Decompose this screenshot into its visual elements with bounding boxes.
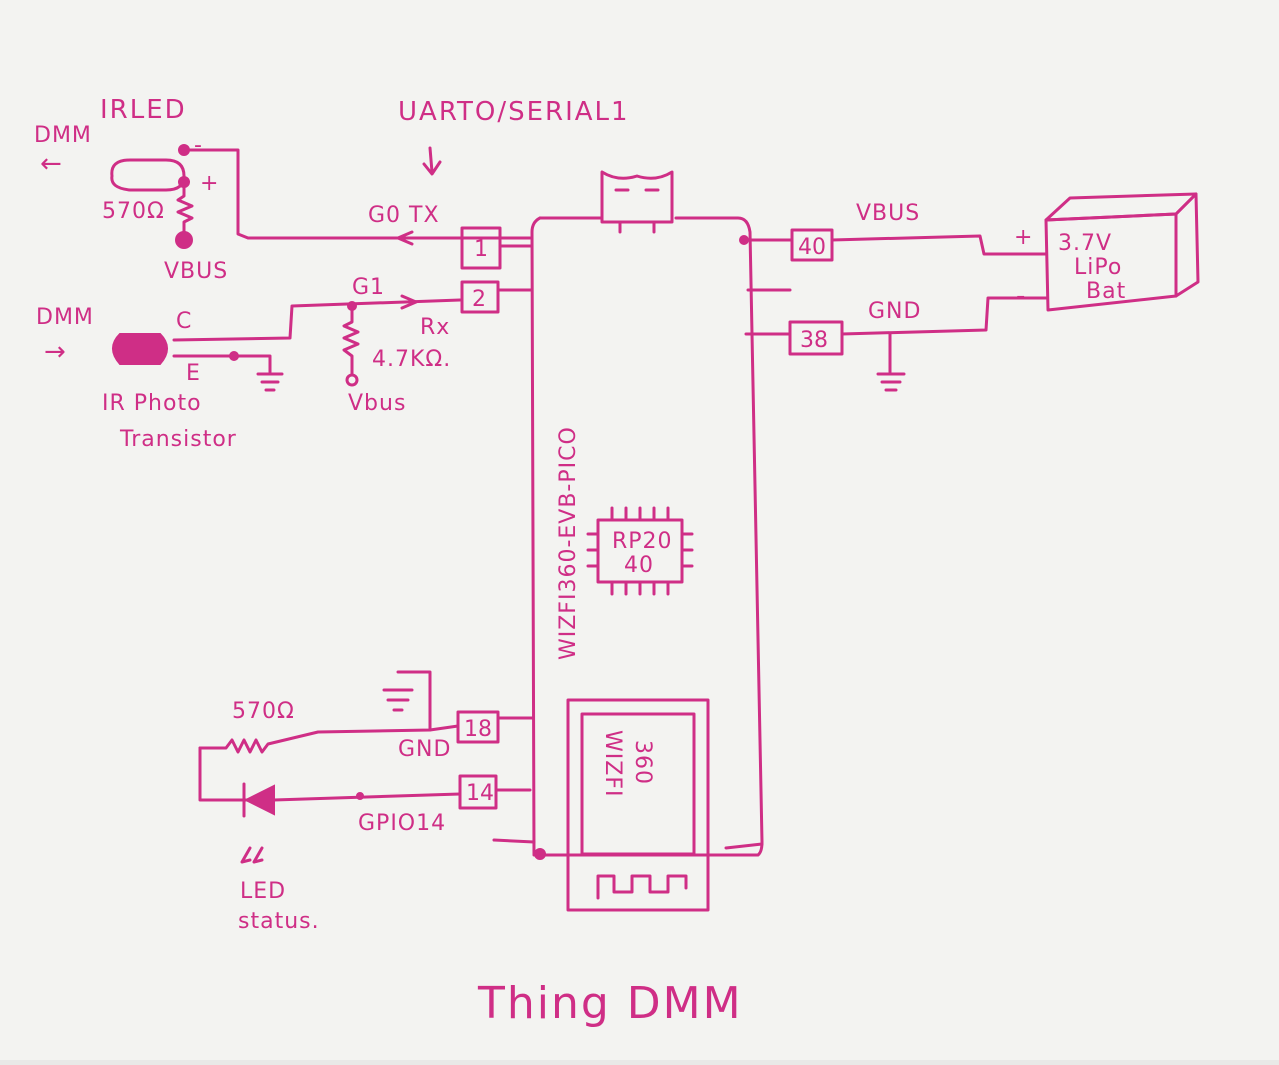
status-led-diode — [243, 784, 275, 816]
emitter-ground — [256, 372, 284, 392]
board-bottom-stub — [492, 838, 536, 844]
uart-arrow — [422, 146, 442, 176]
gnd-symbol — [876, 332, 906, 392]
tx-label: G0 TX — [368, 203, 440, 228]
ir-led-section: IRLED DMM ← - + 570Ω VBUS — [34, 95, 532, 284]
rx-gpio-label: G1 — [352, 275, 385, 300]
emitter-node — [229, 351, 239, 361]
led-emit-arrows — [240, 846, 264, 864]
rx-vbus-node — [345, 373, 359, 387]
gnd-label: GND — [868, 299, 921, 324]
usb-connector — [600, 170, 674, 224]
pico-board: WIZFI360-EVB-PICO RP20 40 WIZFI 360 — [530, 170, 764, 912]
battery-side — [1174, 192, 1200, 298]
tx-wire — [182, 148, 532, 240]
chip-pins — [586, 506, 694, 596]
vbus-wire — [830, 234, 1048, 256]
chip-label-2: 40 — [624, 553, 654, 578]
board-label: WIZFI360-EVB-PICO — [556, 426, 581, 660]
rx-resistor-label: 4.7KΩ. — [372, 347, 451, 372]
pin-1-label: 1 — [474, 237, 488, 262]
lipo-battery: 3.7V LiPo Bat — [1044, 192, 1200, 312]
gnd-wire — [840, 296, 1048, 336]
rp2040-chip: RP20 40 — [586, 506, 694, 596]
ir-led-dmm-label: DMM — [34, 123, 92, 148]
status-led-section: 570Ω GND 18 GPIO14 14 LED status. — [198, 670, 764, 934]
wizfi360-module: WIZFI 360 — [566, 698, 710, 912]
ir-led-title: IRLED — [100, 95, 187, 125]
rx-vbus-label: Vbus — [348, 391, 406, 416]
battery-line-1: 3.7V — [1058, 231, 1112, 256]
vbus-label: VBUS — [856, 201, 920, 226]
ir-led-arrow: ← — [40, 149, 64, 179]
board-bottom-node — [534, 848, 546, 860]
battery-line-3: Bat — [1086, 279, 1126, 304]
pin-14-label: 14 — [466, 781, 494, 806]
emitter-wire — [172, 354, 272, 374]
status-gpio-label: GPIO14 — [358, 811, 446, 836]
status-gnd-symbol — [382, 688, 414, 712]
battery-plus: + — [1014, 225, 1033, 250]
gpio14-node — [356, 792, 364, 800]
board-right-stub — [724, 842, 764, 850]
module-label-2: 360 — [630, 740, 655, 785]
rx-pullup-resistor — [342, 304, 360, 376]
battery-line-2: LiPo — [1074, 255, 1122, 280]
status-led-title-1: LED — [240, 879, 286, 904]
pin-40-label: 40 — [798, 235, 826, 260]
ir-led-vbus-node — [175, 231, 193, 249]
ir-led-minus: - — [194, 133, 203, 158]
pin-box-14 — [458, 774, 498, 810]
ir-photo-section: DMM → C E IR Photo Transistor — [36, 298, 462, 452]
ir-photo-title-1: IR Photo — [102, 391, 202, 416]
pin-18-label: 18 — [464, 717, 492, 742]
board-outline — [530, 216, 764, 857]
ir-led-cathode-node — [178, 144, 190, 156]
pin-box-40 — [790, 228, 834, 262]
antenna-trace — [596, 874, 688, 900]
status-gnd-label: GND — [398, 737, 451, 762]
pin-box-1 — [460, 226, 502, 270]
ir-photo-title-2: Transistor — [119, 427, 237, 452]
status-led-title-2: status. — [238, 909, 320, 934]
pin-2-label: 2 — [472, 287, 486, 312]
battery-minus: - — [1016, 281, 1027, 311]
pin-box-2 — [460, 280, 500, 314]
ir-led-plus: + — [200, 171, 219, 196]
rx-wire — [172, 298, 462, 342]
ir-photo-dmm-label: DMM — [36, 305, 94, 330]
uart-label: UARTO/SERIAL1 — [398, 97, 630, 127]
ir-photo-symbol — [112, 333, 168, 365]
gpio14-wire — [272, 792, 462, 802]
usb-connector-detail — [614, 188, 660, 234]
rx-arrow — [400, 294, 418, 310]
ir-photo-arrow: → — [44, 337, 68, 367]
gnd-18-wire — [396, 670, 432, 732]
module-label-1: WIZFI — [600, 730, 625, 797]
status-resistor — [198, 724, 460, 754]
battery-front — [1044, 212, 1178, 312]
chip-label-1: RP20 — [612, 529, 673, 554]
pin-box-18 — [456, 710, 500, 744]
ir-led-resistor-label: 570Ω — [102, 199, 165, 224]
diagram-title: Thing DMM — [477, 978, 743, 1029]
status-resistor-label: 570Ω — [232, 699, 295, 724]
status-loop-wire — [198, 746, 248, 802]
ir-photo-emitter: E — [186, 361, 201, 386]
ir-led-vbus: VBUS — [164, 259, 228, 284]
ir-photo-collector: C — [176, 309, 192, 334]
rx-label: Rx — [420, 315, 450, 340]
tx-arrow — [396, 230, 414, 246]
ir-led-resistor — [176, 184, 194, 234]
ir-led-symbol — [110, 158, 186, 192]
module-inner — [580, 712, 696, 856]
pin-box-38 — [788, 320, 844, 356]
pin-38-label: 38 — [800, 328, 828, 353]
module-outer — [566, 698, 710, 912]
